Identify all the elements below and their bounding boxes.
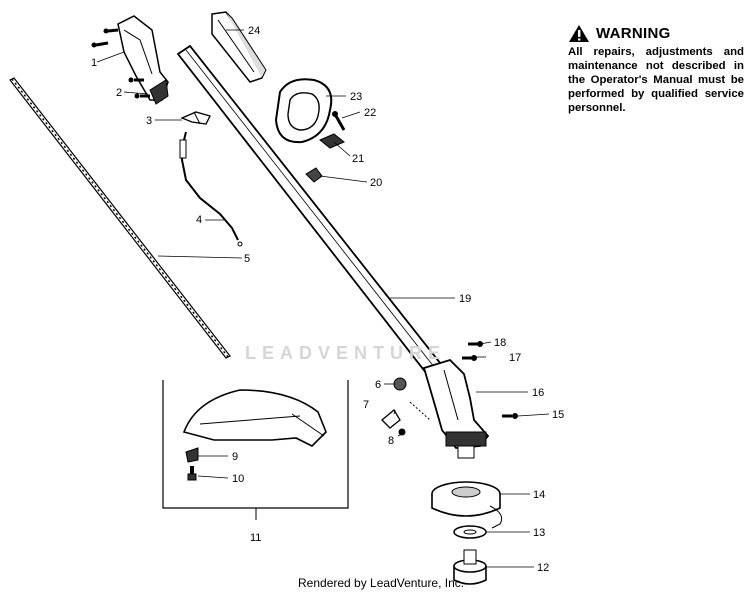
callout-4: 4 <box>196 214 202 226</box>
part-11-group-bracket <box>162 380 349 520</box>
callout-14: 14 <box>533 489 545 501</box>
part-24-handle-bracket <box>211 11 267 83</box>
callout-15: 15 <box>552 409 564 421</box>
callout-2: 2 <box>116 87 122 99</box>
callout-8: 8 <box>388 435 394 447</box>
part-14-trimmer-head <box>431 481 503 529</box>
part-21-clamp <box>319 133 345 149</box>
part-7-bracket <box>381 409 401 429</box>
watermark: LEADVENTURE <box>245 343 447 363</box>
part-4-throttle-cable <box>179 131 243 247</box>
handle-screws <box>91 28 150 99</box>
callout-7: 7 <box>363 399 369 411</box>
callout-6: 6 <box>375 379 381 391</box>
part-3-trigger <box>180 111 211 125</box>
part-8-screw <box>398 428 406 436</box>
callout-20: 20 <box>370 177 382 189</box>
callout-21: 21 <box>352 153 364 165</box>
parts-17-18-screws <box>462 341 483 361</box>
leader-lines <box>96 29 550 568</box>
footer-credit: Rendered by LeadVenture, Inc. <box>298 576 465 590</box>
warning-triangle-icon <box>569 25 589 42</box>
callout-13: 13 <box>533 527 545 539</box>
callout-10: 10 <box>232 473 244 485</box>
callout-5: 5 <box>244 253 250 265</box>
callout-3: 3 <box>146 115 152 127</box>
guard-shield <box>182 389 327 447</box>
part-12-bump-knob <box>453 549 487 585</box>
callout-18: 18 <box>494 337 506 349</box>
callout-17: 17 <box>509 352 521 364</box>
part-15-screw <box>502 413 518 419</box>
part-20-knob <box>305 167 323 183</box>
callout-12: 12 <box>537 562 549 574</box>
warning-box: WARNING All repairs, adjustments and mai… <box>568 24 744 115</box>
warning-text: All repairs, adjustments and maintenance… <box>568 46 744 114</box>
warning-header: WARNING <box>568 24 744 43</box>
part-23-loop-handle <box>274 78 333 144</box>
callout-23: 23 <box>350 91 362 103</box>
part-5-drive-shaft <box>9 77 231 359</box>
callout-1: 1 <box>91 57 97 69</box>
callout-11: 11 <box>250 532 261 544</box>
part-13-washer <box>453 525 487 539</box>
part-16-gear-housing <box>409 358 490 459</box>
callout-16: 16 <box>532 387 544 399</box>
part-9-clip <box>185 447 199 463</box>
part-10-screw <box>187 466 197 481</box>
callout-9: 9 <box>232 451 238 463</box>
callout-22: 22 <box>364 107 376 119</box>
callout-labels: 1 2 3 4 5 6 7 8 9 10 11 12 13 14 15 16 1… <box>91 25 564 574</box>
warning-title: WARNING <box>596 25 671 42</box>
part-1-upper-handle <box>117 15 169 105</box>
part-22-screw <box>332 111 346 131</box>
callout-19: 19 <box>459 293 471 305</box>
callout-24: 24 <box>248 25 260 37</box>
part-6-plug <box>393 377 407 391</box>
